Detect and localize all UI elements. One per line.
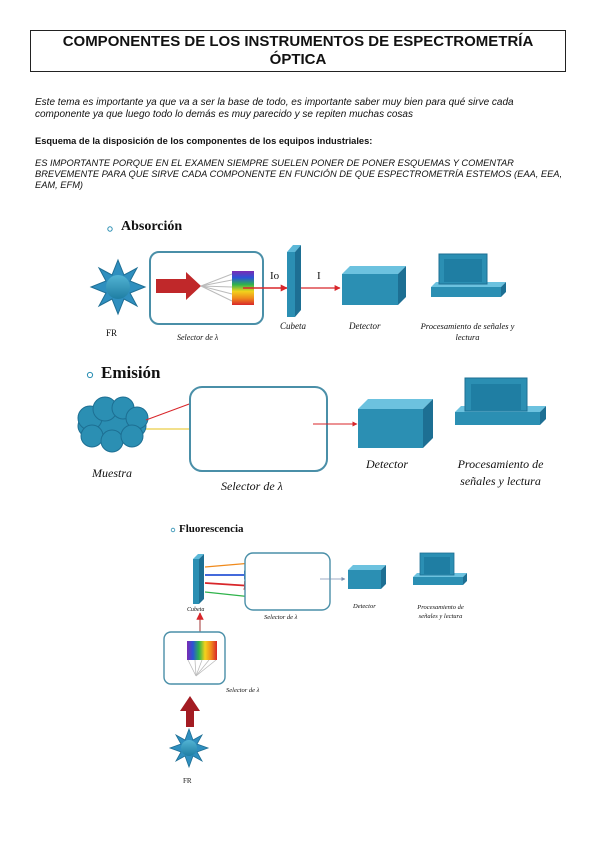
selector-label-fluor: Selector de λ bbox=[264, 614, 298, 621]
bullet-icon bbox=[86, 371, 94, 379]
cubeta-fluorescencia bbox=[193, 554, 204, 604]
absorcion-heading: Absorción bbox=[121, 219, 183, 234]
intro-text: Este tema es importante ya que va a ser … bbox=[35, 97, 514, 120]
detector-emision bbox=[358, 399, 433, 448]
page-title: COMPONENTES DE LOS INSTRUMENTOS DE ESPEC… bbox=[30, 30, 566, 72]
procesamiento-label-fluor: Procesamiento de señales y lectura bbox=[417, 604, 464, 620]
fr-label: FR bbox=[106, 328, 118, 338]
processor-emision bbox=[455, 377, 546, 425]
scheme-subheading: Esquema de la disposición de los compone… bbox=[35, 136, 373, 146]
selector-label: Selector de λ bbox=[177, 333, 219, 342]
io-label: Io bbox=[270, 270, 280, 282]
dispersion-fan-fluor bbox=[187, 659, 217, 677]
procesamiento-label: Procesamiento de señales y lectura bbox=[420, 321, 515, 342]
detector-label-emision: Detector bbox=[366, 457, 408, 471]
cubeta-label-fluor: Cubeta bbox=[187, 607, 205, 613]
processor-fluorescencia bbox=[413, 552, 467, 585]
cubeta-absorcion bbox=[287, 245, 301, 317]
detector-absorcion bbox=[342, 266, 406, 305]
fluorescencia-heading: Fluorescencia bbox=[179, 523, 244, 535]
dispersion-fan bbox=[200, 273, 233, 302]
exam-note: ES IMPORTANTE PORQUE EN EL EXAMEN SIEMPR… bbox=[35, 158, 563, 190]
detector-label-fluor: Detector bbox=[353, 603, 376, 610]
bullet-icon bbox=[107, 226, 113, 232]
processor-absorcion bbox=[431, 253, 506, 297]
cubeta-label: Cubeta bbox=[280, 321, 306, 331]
fr-label-fluor: FR bbox=[183, 777, 192, 785]
sun-icon bbox=[168, 727, 210, 769]
procesamiento-label-emision: Procesamiento de señales y lectura bbox=[457, 457, 544, 488]
bullet-icon bbox=[170, 527, 176, 533]
detector-label: Detector bbox=[349, 321, 381, 331]
fluor-ray-orange bbox=[204, 560, 253, 568]
selector-box-emision bbox=[189, 386, 328, 472]
muestra-label: Muestra bbox=[92, 466, 132, 480]
detector-fluorescencia bbox=[348, 565, 386, 589]
spectrum-block-fluor bbox=[187, 641, 217, 660]
cloud-icon bbox=[77, 396, 149, 453]
selector-label-excitation: Selector de λ bbox=[226, 687, 260, 694]
source-arrow-up-icon bbox=[180, 696, 200, 727]
sun-icon bbox=[89, 258, 147, 316]
i-label: I bbox=[317, 270, 321, 282]
selector-label-emision: Selector de λ bbox=[221, 479, 283, 493]
source-arrow-icon bbox=[156, 272, 201, 300]
emision-heading: Emisión bbox=[101, 363, 161, 382]
selector-box-fluor bbox=[244, 552, 331, 611]
fluor-ray-green bbox=[204, 591, 253, 600]
fluor-ray-red bbox=[204, 580, 253, 590]
